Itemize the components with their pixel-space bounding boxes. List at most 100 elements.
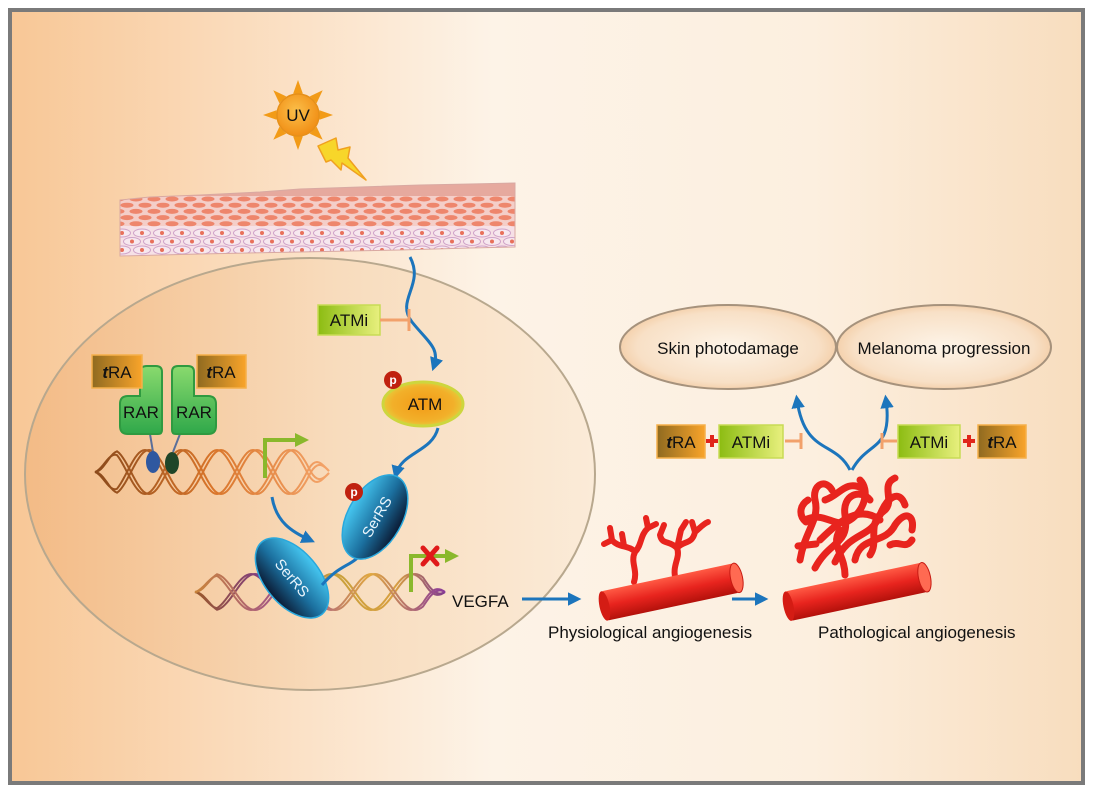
skin-cell xyxy=(327,196,341,202)
skin-cell xyxy=(246,202,260,208)
skin-cell-nucleus xyxy=(440,231,444,235)
skin-cell xyxy=(165,208,179,214)
skin-cell xyxy=(327,208,341,214)
vegfa-label: VEGFA xyxy=(452,592,509,611)
skin-cell xyxy=(147,196,161,202)
skin-cell xyxy=(174,215,188,221)
melanoma-progression-label: Melanoma progression xyxy=(858,339,1031,358)
skin-cell xyxy=(300,215,314,221)
lightning-icon xyxy=(317,137,367,181)
skin-cell xyxy=(363,196,377,202)
skin-cell xyxy=(210,202,224,208)
skin-cell xyxy=(120,208,125,214)
skin-cell xyxy=(309,221,323,227)
skin-cell-nucleus xyxy=(250,239,254,244)
skin-cell-nucleus xyxy=(270,239,274,244)
skin-cell-nucleus xyxy=(240,231,244,235)
skin-cell xyxy=(408,215,422,221)
vessel-branch xyxy=(657,519,711,583)
skin-cell-nucleus xyxy=(140,248,144,252)
skin-cell-nucleus xyxy=(460,231,464,235)
skin-cell xyxy=(237,196,251,202)
skin-cell-nucleus xyxy=(200,231,204,235)
skin-cell xyxy=(219,196,233,202)
melanoma-progression-outcome: Melanoma progression xyxy=(836,304,1052,390)
skin-cell xyxy=(444,202,458,208)
rar-left-shape xyxy=(119,365,163,435)
tra-label: tRA xyxy=(987,433,1017,452)
skin-cell xyxy=(381,208,395,214)
skin-cell xyxy=(336,215,350,221)
skin-cell xyxy=(498,215,512,221)
skin-cell-nucleus xyxy=(190,239,194,244)
skin-cell xyxy=(345,208,359,214)
skin-cell xyxy=(264,202,278,208)
skin-cell-nucleus xyxy=(230,239,234,244)
vessel-tangle xyxy=(794,496,916,550)
skin-cell-nucleus xyxy=(210,239,214,244)
skin-cell xyxy=(489,221,503,227)
skin-photodamage-label: Skin photodamage xyxy=(657,339,799,358)
physiological-angiogenesis-label: Physiological angiogenesis xyxy=(548,623,752,642)
block-x-icon xyxy=(420,545,440,567)
serrs-dna-bound: SerRS xyxy=(254,537,330,619)
sun-ray xyxy=(273,126,287,140)
vessel-tube xyxy=(784,563,928,621)
atmi-box xyxy=(718,424,784,459)
rar-dna-binding-domain xyxy=(165,452,179,474)
skin-cell xyxy=(381,221,395,227)
skin-cell-nucleus xyxy=(320,248,324,252)
skin-cell xyxy=(120,215,134,221)
skin-cell xyxy=(282,215,296,221)
atm-phospho-badge xyxy=(384,371,402,389)
skin-cell xyxy=(489,196,503,202)
skin-cell-nucleus xyxy=(140,231,144,235)
promoter-arrow-vegfa xyxy=(409,549,459,592)
atmi-inhibitor-top: ATMi xyxy=(317,304,411,336)
skin-cell xyxy=(255,221,269,227)
skin-cell xyxy=(354,202,368,208)
skin-cell xyxy=(363,221,377,227)
dna-strand xyxy=(94,448,330,496)
skin-cell xyxy=(201,208,215,214)
vessel-tube xyxy=(600,563,740,621)
skin-cell xyxy=(471,208,485,214)
skin-cell xyxy=(426,215,440,221)
skin-cell-nucleus xyxy=(280,231,284,235)
sun-ray xyxy=(319,110,333,120)
skin-cell-nucleus xyxy=(200,248,204,252)
skin-cell xyxy=(390,202,404,208)
skin-cell xyxy=(300,202,314,208)
skin-cell-nucleus xyxy=(320,231,324,235)
skin-cell-nucleus xyxy=(160,248,164,252)
serrs-shape xyxy=(254,537,330,619)
promoter-arrow-active xyxy=(263,433,309,478)
skin-cell xyxy=(138,202,152,208)
tra-ligand-left: tRA xyxy=(91,354,143,389)
skin-cell-nucleus xyxy=(180,248,184,252)
skin-cell-nucleus xyxy=(280,248,284,252)
skin-cell xyxy=(291,221,305,227)
skin-cell-nucleus xyxy=(220,231,224,235)
skin-cell xyxy=(507,208,515,214)
skin-cell xyxy=(237,221,251,227)
plus-icon xyxy=(963,435,975,447)
skin-cell xyxy=(174,202,188,208)
atm-to-serrs-arrow xyxy=(391,427,440,480)
skin-cell xyxy=(381,196,395,202)
skin-outline xyxy=(119,182,516,257)
skin-cell xyxy=(246,215,260,221)
skin-cell-nucleus xyxy=(350,239,354,244)
skin-cell xyxy=(192,215,206,221)
skin-cell xyxy=(273,196,287,202)
skin-cell xyxy=(120,221,125,227)
skin-cell xyxy=(345,196,359,202)
skin-cell xyxy=(435,221,449,227)
skin-cell-nucleus xyxy=(500,231,504,235)
skin-cell xyxy=(417,196,431,202)
treatment-combo-left: tRA ATMi xyxy=(656,424,803,459)
uv-sun: UV xyxy=(263,80,333,150)
skin-cell xyxy=(435,196,449,202)
tra-ligand-right: tRA xyxy=(196,354,247,389)
plus-icon xyxy=(706,435,718,447)
